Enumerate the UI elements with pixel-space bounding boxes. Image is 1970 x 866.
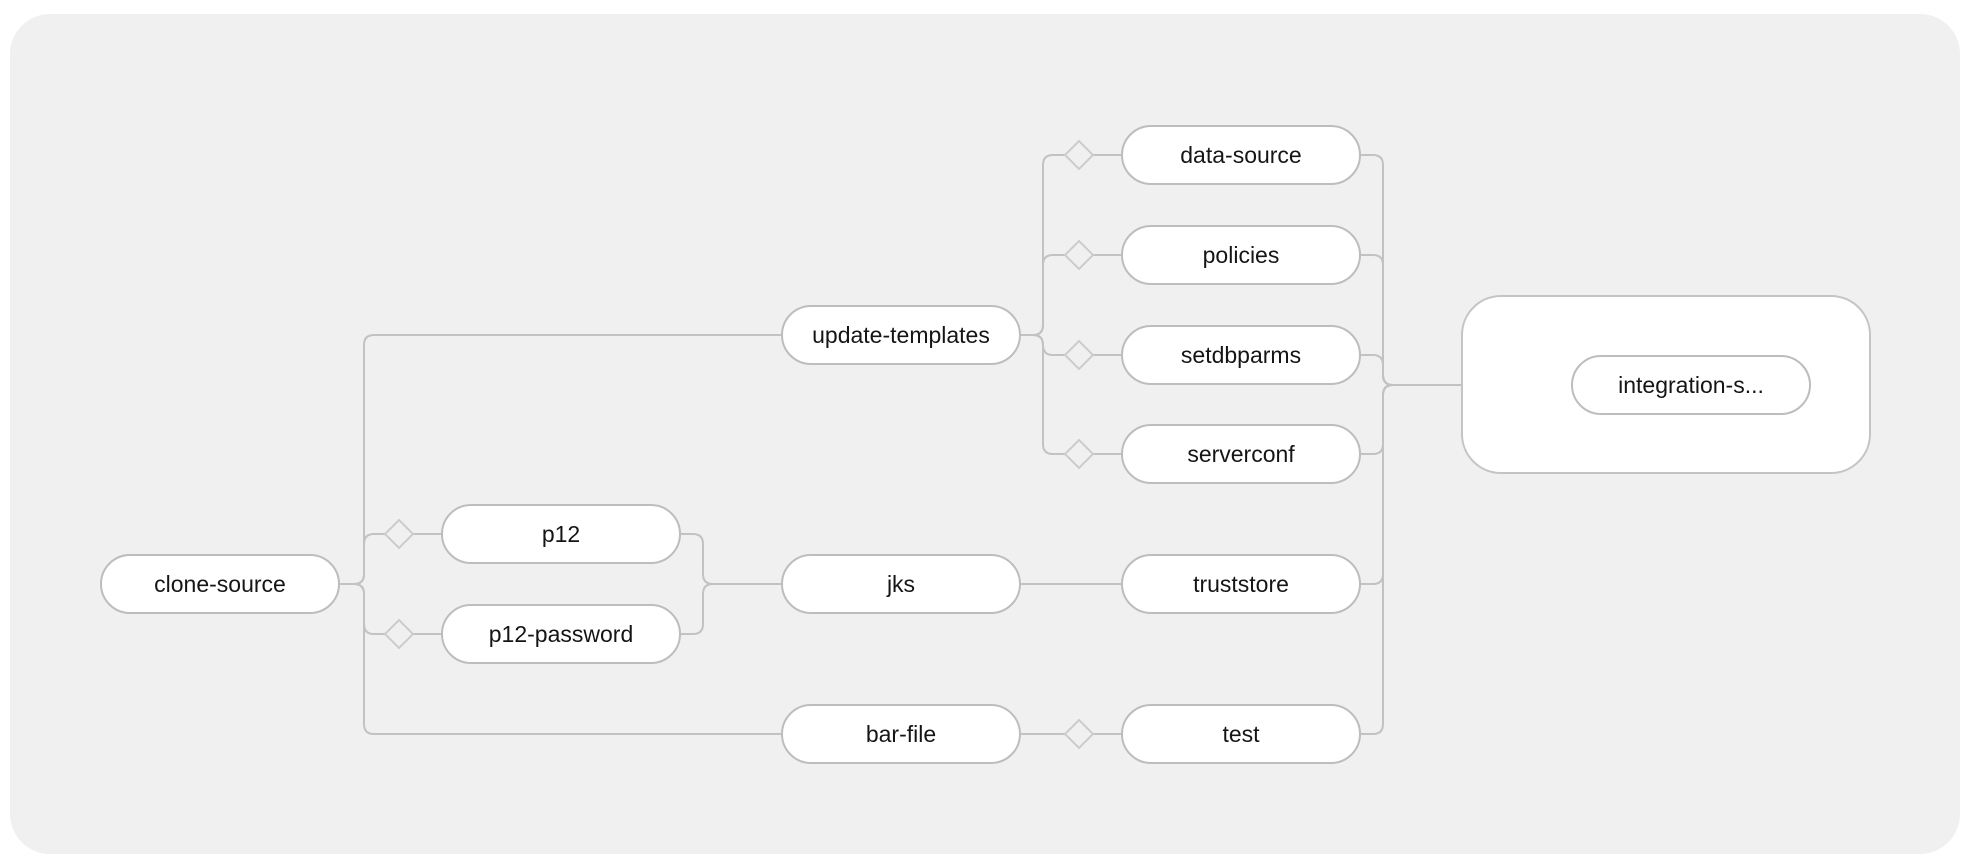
when-expression-test-icon	[1063, 718, 1095, 750]
when-expression-p12-password-icon	[383, 618, 415, 650]
when-expression-p12-icon	[383, 518, 415, 550]
edge-clone-source-to-bar-file	[340, 583, 781, 735]
edge-update-templates-to-data-source	[1021, 154, 1121, 336]
when-expression-setdbparms-icon	[1063, 339, 1095, 371]
task-node-p12-password[interactable]: p12-password	[441, 604, 681, 664]
edge-p12-password-to-jks	[681, 583, 714, 635]
when-expression-data-source-icon	[1063, 139, 1095, 171]
edge-p12-to-jks	[681, 533, 781, 585]
edge-data-source-to-integration-server	[1361, 154, 1394, 386]
edge-update-templates-to-serverconf	[1021, 334, 1121, 455]
edge-policies-to-integration-server	[1361, 254, 1394, 386]
task-node-bar-file[interactable]: bar-file	[781, 704, 1021, 764]
task-node-truststore[interactable]: truststore	[1121, 554, 1361, 614]
task-node-setdbparms[interactable]: setdbparms	[1121, 325, 1361, 385]
task-node-p12[interactable]: p12	[441, 504, 681, 564]
edge-truststore-to-integration-server	[1361, 384, 1394, 585]
edge-test-to-integration-server	[1361, 384, 1394, 735]
edge-update-templates-to-policies	[1021, 254, 1121, 336]
task-node-clone-source[interactable]: clone-source	[100, 554, 340, 614]
edge-clone-source-to-p12-password	[340, 583, 441, 635]
task-node-test[interactable]: test	[1121, 704, 1361, 764]
task-node-update-templates[interactable]: update-templates	[781, 305, 1021, 365]
task-node-serverconf[interactable]: serverconf	[1121, 424, 1361, 484]
task-node-jks[interactable]: jks	[781, 554, 1021, 614]
edge-serverconf-to-integration-server	[1361, 384, 1394, 455]
edge-clone-source-to-p12	[340, 533, 441, 585]
when-expression-serverconf-icon	[1063, 438, 1095, 470]
edge-setdbparms-to-integration-server	[1361, 354, 1394, 386]
task-node-integration-server[interactable]: integration-s...	[1571, 355, 1811, 415]
when-expression-policies-icon	[1063, 239, 1095, 271]
task-node-data-source[interactable]: data-source	[1121, 125, 1361, 185]
task-node-policies[interactable]: policies	[1121, 225, 1361, 285]
